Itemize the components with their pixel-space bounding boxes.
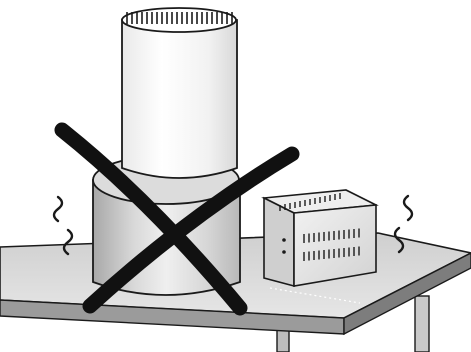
cylinder-device-icon xyxy=(93,8,240,295)
electronics-box-icon xyxy=(264,190,376,286)
